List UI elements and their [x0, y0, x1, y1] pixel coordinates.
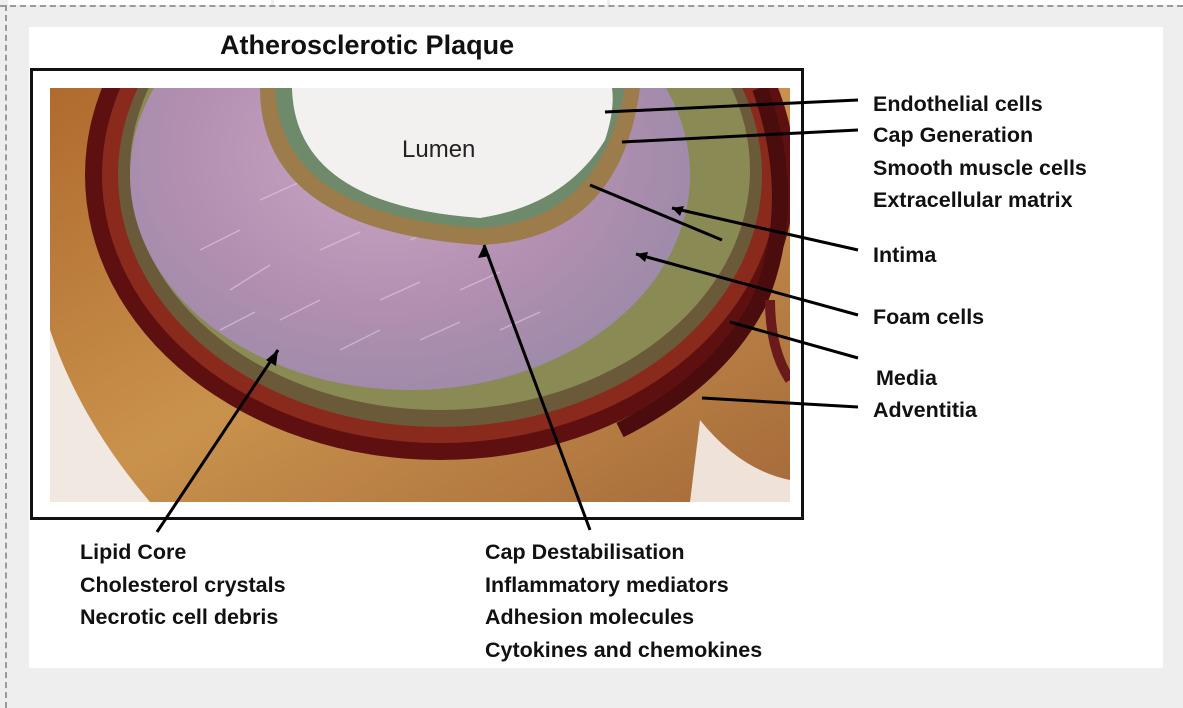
label-media: Media	[876, 362, 937, 395]
label-adhesion-molecules: Adhesion molecules	[485, 601, 762, 634]
label-smooth-muscle-cells: Smooth muscle cells	[873, 152, 1087, 185]
label-lipid-core: Lipid Core	[80, 536, 286, 569]
label-inflammatory-mediators: Inflammatory mediators	[485, 569, 762, 602]
label-intima: Intima	[873, 239, 936, 272]
label-extracellular-matrix: Extracellular matrix	[873, 184, 1087, 217]
label-cap-generation: Cap Generation	[873, 119, 1087, 152]
label-adventitia: Adventitia	[873, 394, 977, 427]
label-foam-cells: Foam cells	[873, 301, 984, 334]
label-cholesterol-crystals: Cholesterol crystals	[80, 569, 286, 602]
label-cap-generation-group: Cap Generation Smooth muscle cells Extra…	[873, 119, 1087, 217]
label-lipid-core-group: Lipid Core Cholesterol crystals Necrotic…	[80, 536, 286, 634]
lumen-label: Lumen	[402, 136, 475, 164]
label-endothelial-cells: Endothelial cells	[873, 88, 1043, 121]
label-cap-destabilisation-group: Cap Destabilisation Inflammatory mediato…	[485, 536, 762, 666]
label-cap-destabilisation: Cap Destabilisation	[485, 536, 762, 569]
label-necrotic-cell-debris: Necrotic cell debris	[80, 601, 286, 634]
label-cytokines-chemokines: Cytokines and chemokines	[485, 634, 762, 667]
